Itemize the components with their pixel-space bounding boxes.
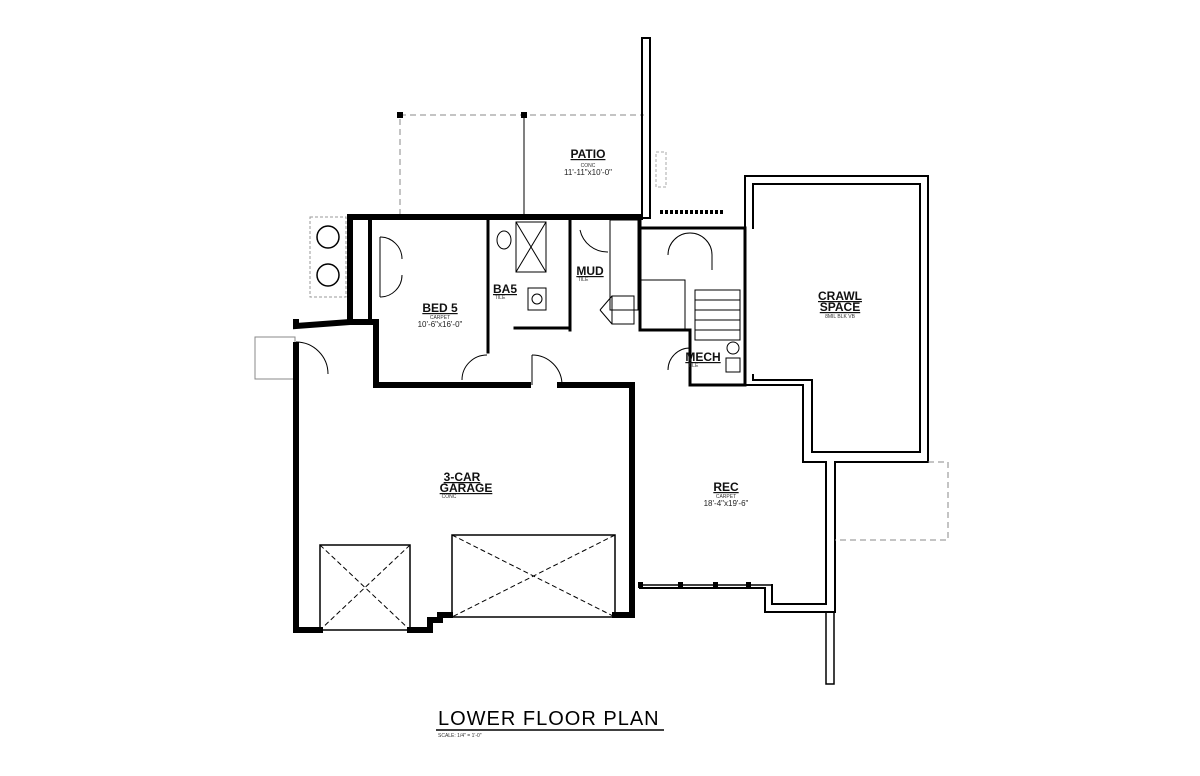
ba5-material: TILE <box>495 295 506 301</box>
room-label-garage: 3-CAR GARAGE CONC <box>440 470 493 500</box>
room-label-crawl: CRAWL SPACE 8MIL BLK VB <box>818 289 862 320</box>
bed5-material: CARPET <box>430 315 450 321</box>
rec-material: CARPET <box>716 494 736 500</box>
crawl-material: 8MIL BLK VB <box>825 314 855 320</box>
stair-mech-walls <box>638 215 747 387</box>
patio-material: CONC <box>581 163 596 169</box>
plan-title-block: LOWER FLOOR PLAN SCALE: 1/4" = 1'-0" <box>436 708 664 739</box>
crawl-name-line2: SPACE <box>820 300 860 314</box>
crawl-rec-walls <box>638 175 949 685</box>
room-label-patio: PATIO CONC 11'-11"x10'-0" <box>564 147 612 177</box>
garage-name-line2: GARAGE <box>440 481 493 495</box>
side-entry-landing <box>254 336 329 380</box>
mech-name: MECH <box>685 350 720 364</box>
patio-side-wall <box>641 37 725 219</box>
room-label-rec: REC CARPET 18'-4"x19'-6" <box>704 480 749 508</box>
rec-dims: 18'-4"x19'-6" <box>704 499 749 508</box>
plan-scale: SCALE: 1/4" = 1'-0" <box>438 733 482 739</box>
mech-material: TILE <box>688 363 699 369</box>
crawl-name-line1: CRAWL <box>818 289 862 303</box>
room-label-bed5: BED 5 CARPET 10'-6"x16'-0" <box>418 301 463 329</box>
mud-name: MUD <box>576 264 604 278</box>
rec-name: REC <box>713 480 739 494</box>
mud-material: TILE <box>578 277 589 283</box>
room-label-ba5: BA5 TILE <box>493 282 517 301</box>
bed5-dims: 10'-6"x16'-0" <box>418 320 463 329</box>
interior-fixtures <box>379 219 639 386</box>
garage-material: CONC <box>442 494 457 500</box>
patio-dims: 11'-11"x10'-0" <box>564 168 612 177</box>
room-label-mud: MUD TILE <box>576 264 604 283</box>
garage-name-line1: 3-CAR <box>444 470 481 484</box>
window-wells <box>309 216 347 298</box>
patio-name: PATIO <box>571 147 606 161</box>
bed5-name: BED 5 <box>422 301 458 315</box>
exterior-walls <box>293 214 643 633</box>
plan-title: LOWER FLOOR PLAN <box>438 708 660 730</box>
patio-outline <box>397 112 667 215</box>
room-label-mech: MECH TILE <box>685 350 720 369</box>
ba5-name: BA5 <box>493 282 517 296</box>
